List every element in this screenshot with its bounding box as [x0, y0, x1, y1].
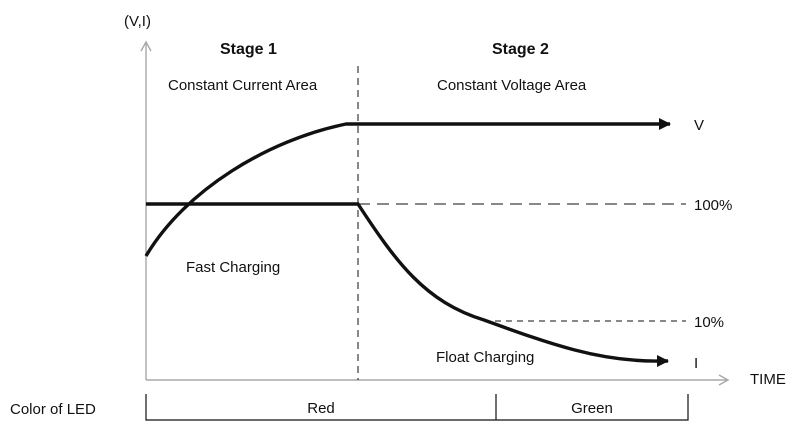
float-charging-label: Float Charging	[436, 349, 534, 366]
x-axis-label: TIME	[750, 371, 786, 388]
fast-charging-label: Fast Charging	[186, 259, 280, 276]
voltage-curve	[144, 118, 671, 257]
led-label: Color of LED	[10, 401, 96, 418]
stage-1-subtitle: Constant Current Area	[168, 77, 318, 94]
voltage-label: V	[694, 117, 704, 134]
led-green-label: Green	[571, 400, 613, 417]
stage-2-subtitle: Constant Voltage Area	[437, 77, 587, 94]
y-axis-label: (V,I)	[124, 13, 151, 30]
full-level-label: 100%	[694, 197, 732, 214]
stage-1-title: Stage 1	[220, 41, 277, 58]
current-label: I	[694, 355, 698, 372]
stage-2-title: Stage 2	[492, 41, 549, 58]
current-curve	[146, 202, 669, 367]
led-bracket	[145, 394, 689, 421]
tenth-level-label: 10%	[694, 314, 724, 331]
led-red-label: Red	[307, 400, 335, 417]
